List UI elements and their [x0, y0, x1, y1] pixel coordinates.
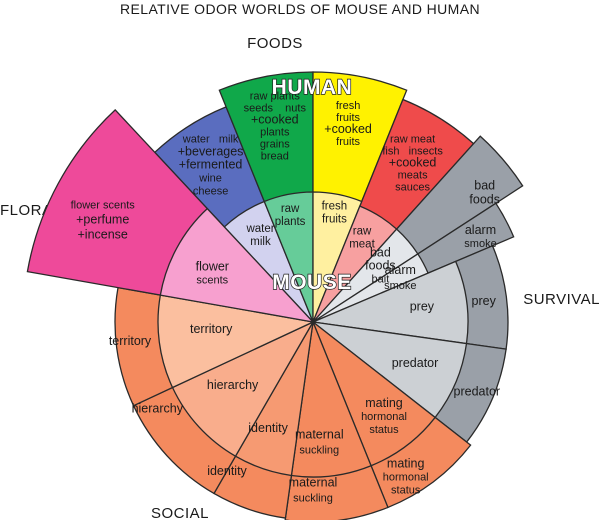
mouse-wedge-flower	[159, 207, 315, 323]
mouse-ring	[157, 191, 469, 478]
human-label-prey: prey	[472, 294, 497, 308]
mouse-wedge-fruits	[312, 191, 363, 323]
mouse-label-maternal: suckling	[299, 444, 339, 456]
human-label-bad: bad	[474, 179, 495, 193]
human-label-plants: raw plants	[250, 91, 301, 103]
human-label-mating: hormonal	[383, 471, 429, 483]
human-label-flower: flower scents	[71, 199, 136, 211]
mouse-label-water: milk	[250, 236, 271, 248]
human-label-predator: predator	[454, 385, 501, 399]
human-label-flower: +perfume	[76, 212, 129, 226]
mouse-label-prey: prey	[410, 300, 435, 314]
human-label-water: cheese	[193, 185, 228, 197]
human-label-meat: raw meat	[390, 134, 435, 146]
mouse-label-fruits: fruits	[322, 214, 347, 226]
ring-label-mouse: MOUSE	[272, 271, 352, 294]
mouse-label-fruits: fresh	[322, 201, 348, 213]
category-label-social: SOCIAL	[151, 505, 209, 520]
human-label-hierarchy: hierarchy	[132, 401, 184, 415]
mouse-label-flower: flower	[196, 259, 229, 273]
human-label-alarm: smoke	[464, 238, 496, 250]
human-label-water: water milk	[182, 133, 239, 145]
human-label-fruits: fruits	[336, 112, 360, 124]
human-label-mating: mating	[387, 456, 425, 470]
mouse-label-flower: scents	[196, 274, 228, 286]
human-label-identity: identity	[207, 464, 247, 478]
category-label-foods: FOODS	[247, 35, 303, 52]
human-labels: water milk+beverages+fermentedwinecheese…	[71, 91, 500, 505]
mouse-label-bad: bait	[372, 273, 390, 285]
human-label-meat: sauces	[395, 182, 430, 194]
category-label-survival: SURVIVAL	[523, 291, 600, 308]
mouse-label-mating: status	[369, 424, 399, 436]
human-label-fruits: +cooked	[324, 122, 372, 136]
human-label-plants: grains	[260, 139, 290, 151]
human-label-mating: status	[391, 484, 421, 496]
mouse-label-mating: mating	[365, 396, 403, 410]
mouse-wedge-territory	[157, 294, 316, 389]
mouse-wedge-prey	[310, 260, 469, 345]
human-label-plants: seeds nuts	[244, 103, 307, 115]
mouse-label-hierarchy: hierarchy	[207, 378, 259, 392]
human-label-water: wine	[198, 172, 222, 184]
mouse-label-identity: identity	[248, 421, 288, 435]
diagram-title: RELATIVE ODOR WORLDS OF MOUSE AND HUMAN	[120, 1, 480, 17]
human-label-fruits: fruits	[336, 136, 360, 148]
human-label-water: +beverages	[178, 144, 244, 158]
human-label-alarm: alarm	[465, 223, 496, 237]
mouse-label-bad: foods	[365, 258, 396, 272]
mouse-label-meat: meat	[349, 239, 375, 251]
ring-label-human: HUMAN	[272, 76, 353, 99]
human-label-water: +fermented	[179, 157, 243, 171]
human-label-meat: fish insects	[382, 146, 443, 158]
mouse-label-mating: hormonal	[361, 411, 407, 423]
mouse-wedge-hierarchy	[171, 320, 315, 458]
human-label-fruits: fresh	[336, 100, 360, 112]
mouse-label-plants: raw	[281, 203, 300, 215]
mouse-label-alarm: alarm	[385, 263, 416, 277]
human-label-plants: bread	[261, 151, 289, 163]
human-label-maternal: maternal	[289, 476, 338, 490]
human-label-meat: meats	[398, 170, 428, 182]
human-label-plants: plants	[260, 127, 290, 139]
human-label-territory: territory	[109, 334, 152, 348]
mouse-label-meat: raw	[353, 226, 372, 238]
mouse-label-maternal: maternal	[295, 427, 344, 441]
mouse-labels: watermilkrawplantsfreshfruitsrawmeatbadf…	[190, 201, 438, 457]
mouse-label-alarm: smoke	[384, 280, 416, 292]
mouse-label-water: water	[245, 223, 274, 235]
human-label-plants: +cooked	[251, 113, 299, 127]
human-label-flower: +incense	[78, 227, 128, 241]
mouse-label-plants: plants	[275, 216, 306, 228]
mouse-label-predator: predator	[392, 356, 439, 370]
human-label-meat: +cooked	[389, 156, 437, 170]
mouse-label-bad: bad	[370, 245, 391, 259]
human-label-maternal: suckling	[293, 493, 333, 505]
human-label-bad: foods	[469, 193, 500, 207]
mouse-label-territory: territory	[190, 322, 233, 336]
